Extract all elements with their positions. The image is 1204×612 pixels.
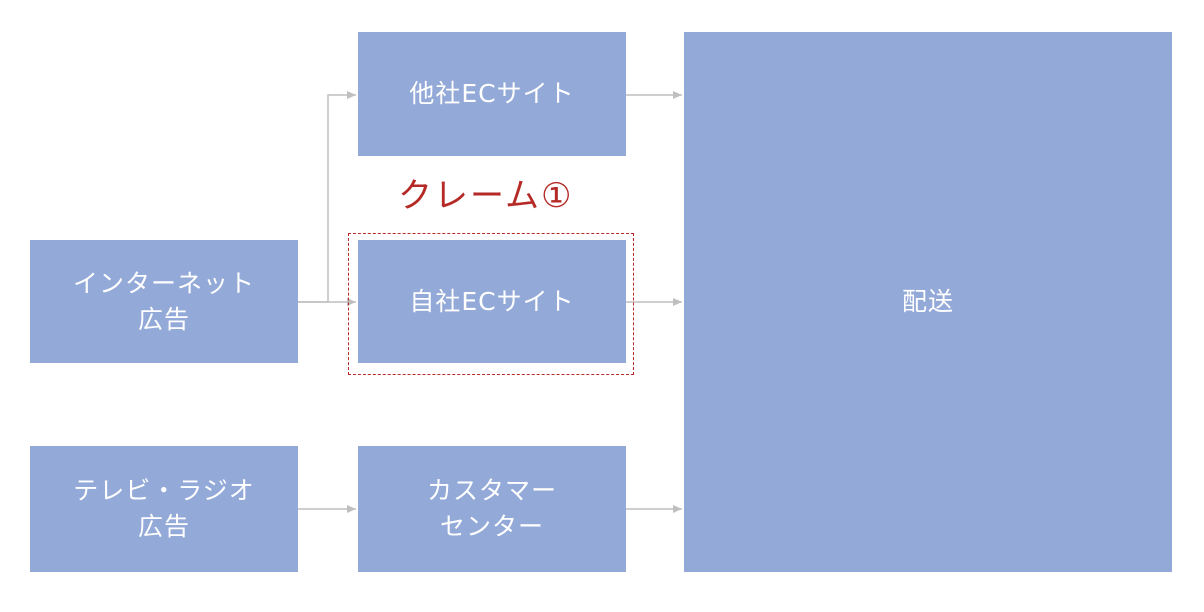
delivery-box: 配送 (684, 32, 1172, 572)
internet-ad-box: インターネット 広告 (30, 240, 298, 363)
tv-radio-ad-box: テレビ・ラジオ 広告 (30, 446, 298, 572)
claim-label: クレーム① (398, 176, 574, 216)
claim-highlight-frame (348, 233, 634, 375)
other-ec-site-box: 他社ECサイト (358, 32, 626, 156)
arrow-internet-to-other-ec (298, 91, 356, 303)
own-ec-site-box: 自社ECサイト (358, 240, 626, 363)
call-center-box: カスタマー センター (358, 446, 626, 572)
